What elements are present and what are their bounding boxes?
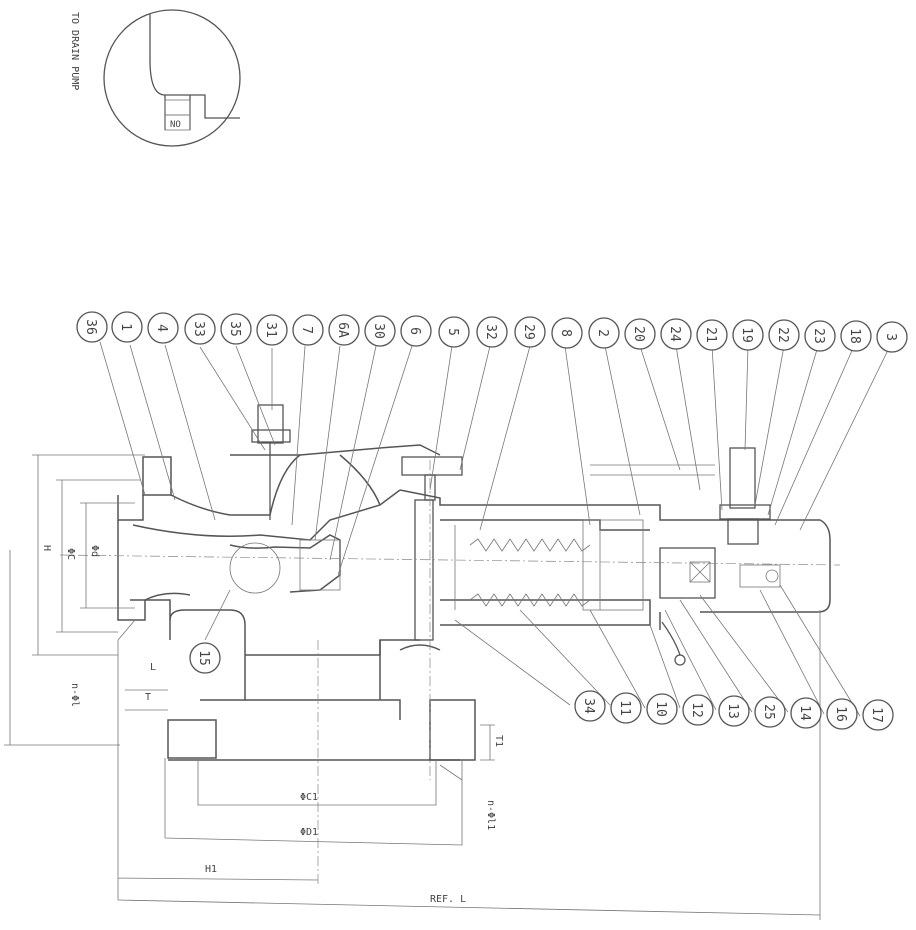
svg-text:35: 35 [227, 321, 242, 337]
dimensions: H ΦC Φd n-Φl T L ΦC1 ΦD1 n-Φl1 T1 H1 REF… [4, 454, 821, 920]
svg-text:2: 2 [595, 329, 610, 337]
svg-text:20: 20 [631, 326, 646, 342]
balloon-8: 8 [551, 317, 583, 349]
balloon-21: 21 [696, 319, 728, 351]
centerlines [59, 460, 841, 885]
dim-base-pcd: ΦC1 [300, 792, 318, 803]
balloon-23: 23 [804, 320, 836, 352]
dim-overall: REF. L [430, 894, 466, 905]
svg-text:34: 34 [581, 698, 596, 714]
svg-text:25: 25 [761, 704, 776, 720]
dim-base-bolts: n-Φl1 [485, 800, 496, 830]
leaders [99, 341, 891, 717]
balloon-2: 2 [588, 317, 620, 349]
balloon-11: 11 [610, 692, 642, 724]
balloon-6: 6 [400, 315, 432, 347]
balloon-16: 16 [826, 698, 858, 730]
balloon-33: 33 [184, 313, 216, 345]
balloon-34: 34 [574, 690, 606, 722]
balloon-18: 18 [840, 320, 872, 352]
dim-pipe: Φd [89, 545, 100, 557]
svg-text:33: 33 [191, 321, 206, 337]
balloon-5: 5 [438, 316, 470, 348]
dim-h: H [41, 545, 52, 551]
drain-detail-view: NO TO DRAIN PUMP [69, 9, 241, 147]
svg-text:17: 17 [869, 707, 884, 723]
svg-text:14: 14 [797, 705, 812, 721]
balloon-35: 35 [220, 313, 252, 345]
balloon-3: 3 [876, 321, 908, 353]
dim-flange-t: T [145, 692, 151, 703]
svg-text:8: 8 [558, 329, 573, 337]
balloon-20: 20 [624, 318, 656, 350]
balloon-32: 32 [476, 316, 508, 348]
svg-text:1: 1 [118, 323, 133, 331]
svg-text:11: 11 [617, 700, 632, 716]
svg-text:15: 15 [196, 650, 211, 666]
svg-text:32: 32 [483, 324, 498, 340]
balloon-25: 25 [754, 696, 786, 728]
svg-text:24: 24 [667, 326, 682, 342]
svg-text:5: 5 [445, 328, 460, 336]
svg-text:18: 18 [847, 328, 862, 344]
svg-text:29: 29 [521, 324, 536, 340]
balloon-36: 36 [76, 311, 108, 343]
svg-text:4: 4 [154, 324, 169, 332]
balloon-15: 15 [189, 642, 221, 674]
svg-text:31: 31 [263, 322, 278, 338]
balloon-7: 7 [292, 314, 324, 346]
svg-text:19: 19 [739, 327, 754, 343]
dim-h1: H1 [205, 864, 217, 875]
balloon-14: 14 [790, 697, 822, 729]
balloon-10: 10 [646, 693, 678, 725]
svg-text:16: 16 [833, 706, 848, 722]
dim-base-t: T1 [493, 735, 504, 747]
svg-text:10: 10 [653, 701, 668, 717]
balloon-12: 12 [682, 694, 714, 726]
dim-flange-l: L [150, 662, 156, 673]
dim-bore: ΦC [65, 548, 76, 560]
svg-text:36: 36 [83, 319, 98, 335]
valve-body [117, 404, 831, 761]
balloon-13: 13 [718, 695, 750, 727]
balloon-6a: 6A [328, 314, 360, 346]
balloon-29: 29 [514, 316, 546, 348]
detail-note: TO DRAIN PUMP [69, 12, 80, 90]
svg-text:22: 22 [775, 327, 790, 343]
dim-flange-bolts: n-Φl [69, 683, 80, 707]
svg-text:23: 23 [811, 328, 826, 344]
svg-text:NO: NO [170, 120, 181, 130]
svg-text:6A: 6A [335, 322, 350, 338]
balloon-22: 22 [768, 319, 800, 351]
balloon-24: 24 [660, 318, 692, 350]
svg-text:13: 13 [725, 703, 740, 719]
svg-text:7: 7 [299, 326, 314, 334]
dim-base-od: ΦD1 [300, 827, 318, 838]
svg-text:21: 21 [703, 327, 718, 343]
svg-text:6: 6 [407, 327, 422, 335]
balloon-19: 19 [732, 319, 764, 351]
svg-text:3: 3 [883, 333, 898, 341]
svg-text:30: 30 [371, 323, 386, 339]
balloon-31: 31 [256, 314, 288, 346]
balloon-30: 30 [364, 315, 396, 347]
svg-text:12: 12 [689, 702, 704, 718]
balloon-17: 17 [862, 699, 894, 731]
balloon-4: 4 [147, 312, 179, 344]
balloon-1: 1 [111, 311, 143, 343]
